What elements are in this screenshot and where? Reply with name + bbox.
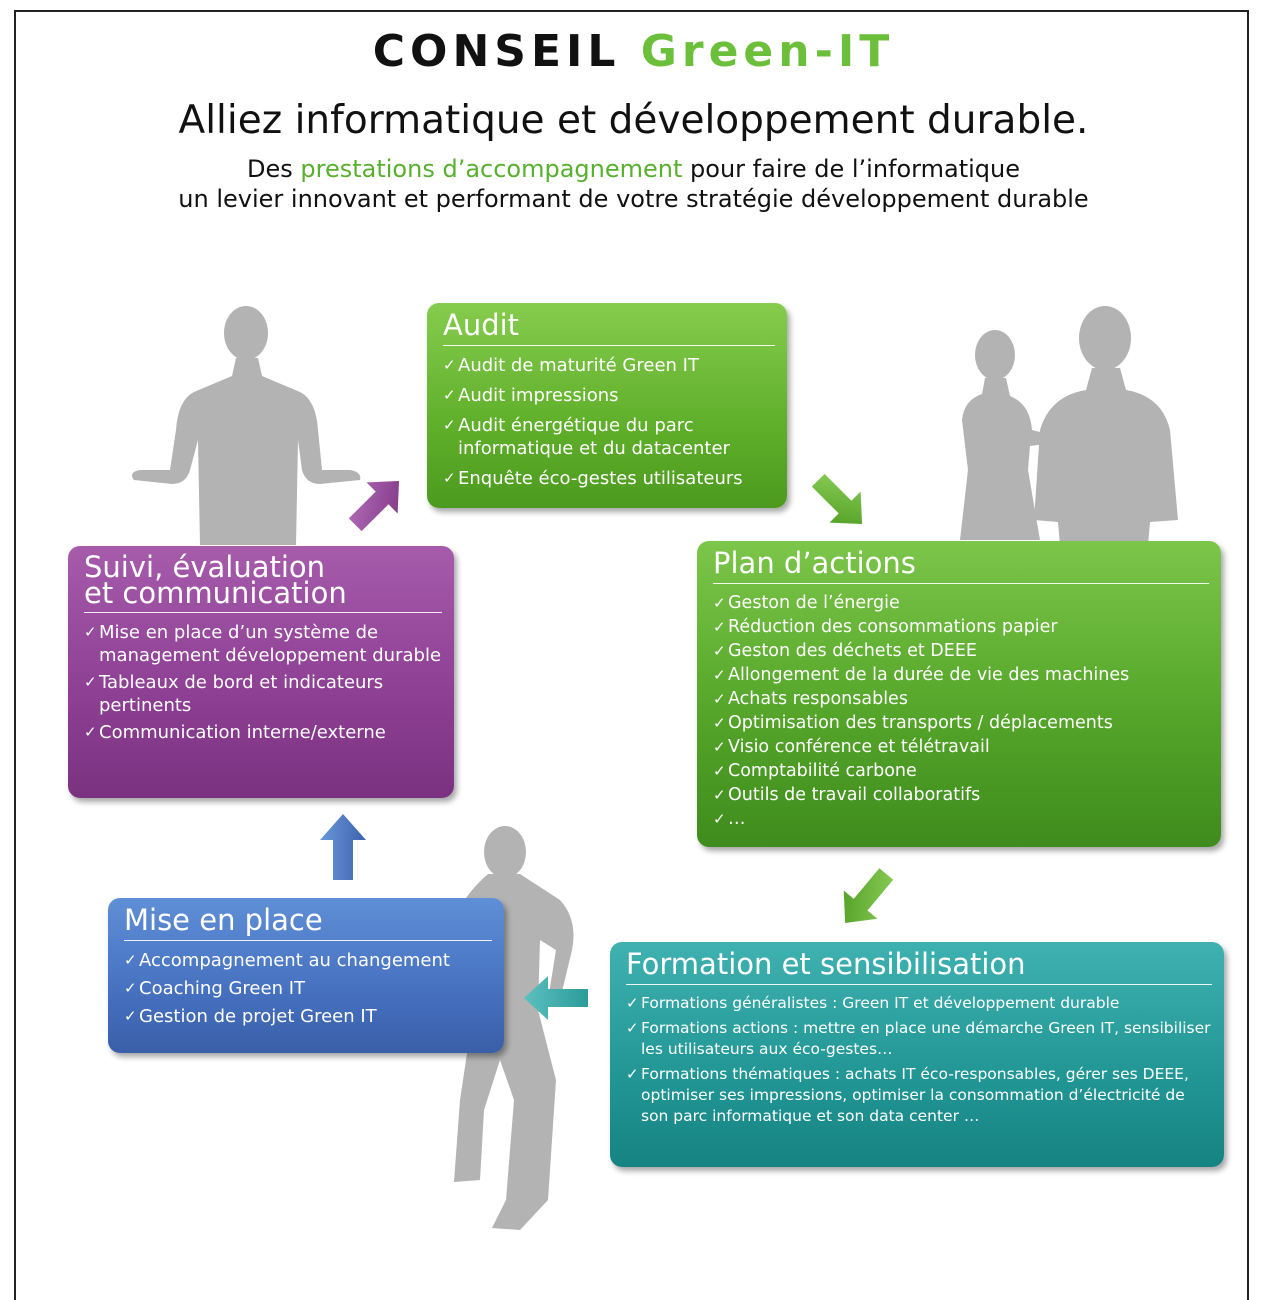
list-item: Visio conférence et télétravail	[713, 736, 1209, 759]
page-subtitle: Alliez informatique et développement dur…	[178, 98, 1089, 143]
title-green-it: Green-IT	[640, 26, 895, 77]
list-item: Formations actions : mettre en place une…	[626, 1018, 1212, 1060]
arrow-plan-to-formation	[843, 868, 894, 924]
list-item: Optimisation des transports / déplacemen…	[713, 712, 1209, 735]
list-item: Gestion de projet Green IT	[124, 1005, 492, 1028]
list-item: Accompagnement au changement	[124, 949, 492, 972]
list-item: Outils de travail collaboratifs	[713, 784, 1209, 807]
step-formation-sensibilisation: Formation et sensibilisation Formations …	[610, 942, 1224, 1167]
arrow-suivi-to-audit	[348, 480, 400, 532]
audit-title: Audit	[443, 311, 775, 346]
list-item: Coaching Green IT	[124, 977, 492, 1000]
page-frame	[14, 10, 1249, 1300]
list-item: Communication interne/externe	[84, 721, 442, 744]
list-item: Réduction des consommations papier	[713, 616, 1209, 639]
step-plan-actions: Plan d’actions Geston de l’énergie Réduc…	[697, 541, 1221, 847]
woman-silhouette	[960, 330, 1048, 540]
list-item: Audit impressions	[443, 384, 775, 407]
suivi-title-line2: et communication	[84, 576, 347, 610]
step-mise-en-place: Mise en place Accompagnement au changeme…	[108, 898, 504, 1053]
tagline-highlight: prestations d’accompagnement	[300, 155, 683, 183]
list-item: Geston de l’énergie	[713, 592, 1209, 615]
suivi-list: Mise en place d’un système de management…	[84, 621, 442, 744]
list-item: Enquête éco-gestes utilisateurs	[443, 467, 775, 490]
list-item: Formations thématiques : achats IT éco-r…	[626, 1064, 1212, 1127]
list-item: Tableaux de bord et indicateurs pertinen…	[84, 671, 442, 717]
mise-title: Mise en place	[124, 906, 492, 941]
arrow-formation-to-mise	[524, 976, 588, 1020]
arrow-mise-to-suivi	[320, 814, 366, 880]
tagline-after: pour faire de l’informatique	[682, 155, 1020, 183]
tagline: Des prestations d’accompagnement pour fa…	[0, 154, 1267, 214]
list-item: Comptabilité carbone	[713, 760, 1209, 783]
list-item: Audit de maturité Green IT	[443, 354, 775, 377]
list-item: Mise en place d’un système de management…	[84, 621, 442, 667]
step-audit: Audit Audit de maturité Green IT Audit i…	[427, 303, 787, 508]
list-item: Formations généralistes : Green IT et dé…	[626, 993, 1212, 1014]
suivi-title-line1: Suivi, évaluation	[84, 550, 326, 584]
businessman-silhouette	[1034, 306, 1178, 545]
plan-title: Plan d’actions	[713, 549, 1209, 584]
page-title: CONSEIL Green-IT	[0, 26, 1267, 77]
audit-list: Audit de maturité Green IT Audit impress…	[443, 354, 775, 490]
mise-list: Accompagnement au changement Coaching Gr…	[124, 949, 492, 1028]
list-item: Audit énergétique du parc informatique e…	[443, 414, 775, 460]
list-item: Achats responsables	[713, 688, 1209, 711]
plan-list: Geston de l’énergie Réduction des consom…	[713, 592, 1209, 831]
list-item: …	[713, 808, 1209, 831]
formation-title: Formation et sensibilisation	[626, 950, 1212, 985]
list-item: Allongement de la durée de vie des machi…	[713, 664, 1209, 687]
title-conseil: CONSEIL	[372, 26, 621, 77]
list-item: Geston des déchets et DEEE	[713, 640, 1209, 663]
tagline-line2: un levier innovant et performant de votr…	[178, 185, 1089, 213]
formation-list: Formations généralistes : Green IT et dé…	[626, 993, 1212, 1127]
arrow-audit-to-plan	[811, 473, 863, 525]
tagline-before: Des	[247, 155, 301, 183]
man-open-arms-silhouette	[132, 306, 361, 545]
